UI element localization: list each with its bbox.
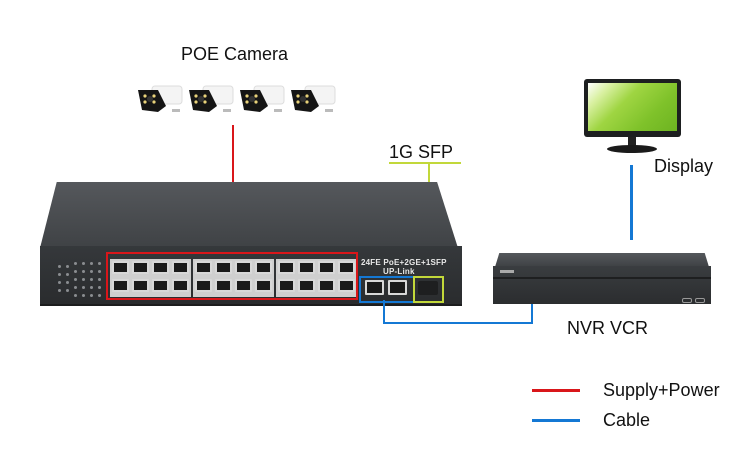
legend-swatch-cable <box>532 419 580 422</box>
poe-port-21 <box>318 261 335 274</box>
poe-port-19 <box>298 261 315 274</box>
poe-port-2 <box>112 279 129 292</box>
uplink-ports-highlight <box>359 276 415 303</box>
monitor-screen <box>588 83 677 131</box>
legend-label-power: Supply+Power <box>603 380 720 400</box>
display-cable-line <box>630 165 633 240</box>
poe-port-9 <box>195 261 212 274</box>
poe-port-4 <box>132 279 149 292</box>
cable-line-up <box>531 300 533 324</box>
poe-port-23 <box>338 261 355 274</box>
poe-port-11 <box>215 261 232 274</box>
poe-port-1 <box>112 261 129 274</box>
poe-port-10 <box>195 279 212 292</box>
poe-port-16 <box>255 279 272 292</box>
gigabit-uplink-port-2 <box>388 280 407 295</box>
poe-port-5 <box>152 261 169 274</box>
poe-port-13 <box>235 261 252 274</box>
legend-label-cable: Cable <box>603 410 651 430</box>
nvr-usb-port-2 <box>695 298 705 303</box>
gigabit-uplink-port-1 <box>365 280 384 295</box>
poe-port-8 <box>172 279 189 292</box>
sfp-port-highlight <box>413 276 444 303</box>
poe-port-7 <box>172 261 189 274</box>
cable-line-horizontal <box>383 322 533 324</box>
legend-swatch-power <box>532 389 580 392</box>
poe-port-12 <box>215 279 232 292</box>
poe-port-18 <box>278 279 295 292</box>
poe-camera-2 <box>189 85 234 112</box>
nvr-logo <box>500 270 514 273</box>
nvr-front-groove <box>493 277 711 279</box>
display-label: Display <box>654 156 714 176</box>
poe-camera-4 <box>291 85 336 112</box>
sfp-port <box>418 281 438 295</box>
nvr-top-panel <box>495 253 709 267</box>
poe-port-15 <box>255 261 272 274</box>
poe-port-6 <box>152 279 169 292</box>
monitor-base <box>607 145 657 153</box>
nvr-usb-port-1 <box>682 298 692 303</box>
sfp-label: 1G SFP <box>389 142 454 162</box>
poe-camera-label: POE Camera <box>181 44 289 64</box>
sfp-line-horizontal <box>389 162 461 164</box>
nvr-front-panel <box>493 266 711 304</box>
poe-ports-highlight <box>106 252 358 300</box>
poe-port-3 <box>132 261 149 274</box>
switch-uplink-text: UP-Link <box>383 267 415 276</box>
monitor-neck <box>628 137 636 146</box>
nvr-label: NVR VCR <box>567 318 649 338</box>
poe-port-24 <box>338 279 355 292</box>
switch-top-panel <box>40 182 458 248</box>
poe-port-20 <box>298 279 315 292</box>
cable-line-down <box>383 300 385 324</box>
poe-camera-3 <box>240 85 285 112</box>
switch-model-text: 24FE PoE+2GE+1SFP <box>361 258 447 267</box>
poe-port-17 <box>278 261 295 274</box>
poe-port-14 <box>235 279 252 292</box>
poe-port-22 <box>318 279 335 292</box>
poe-camera-1 <box>138 85 183 112</box>
